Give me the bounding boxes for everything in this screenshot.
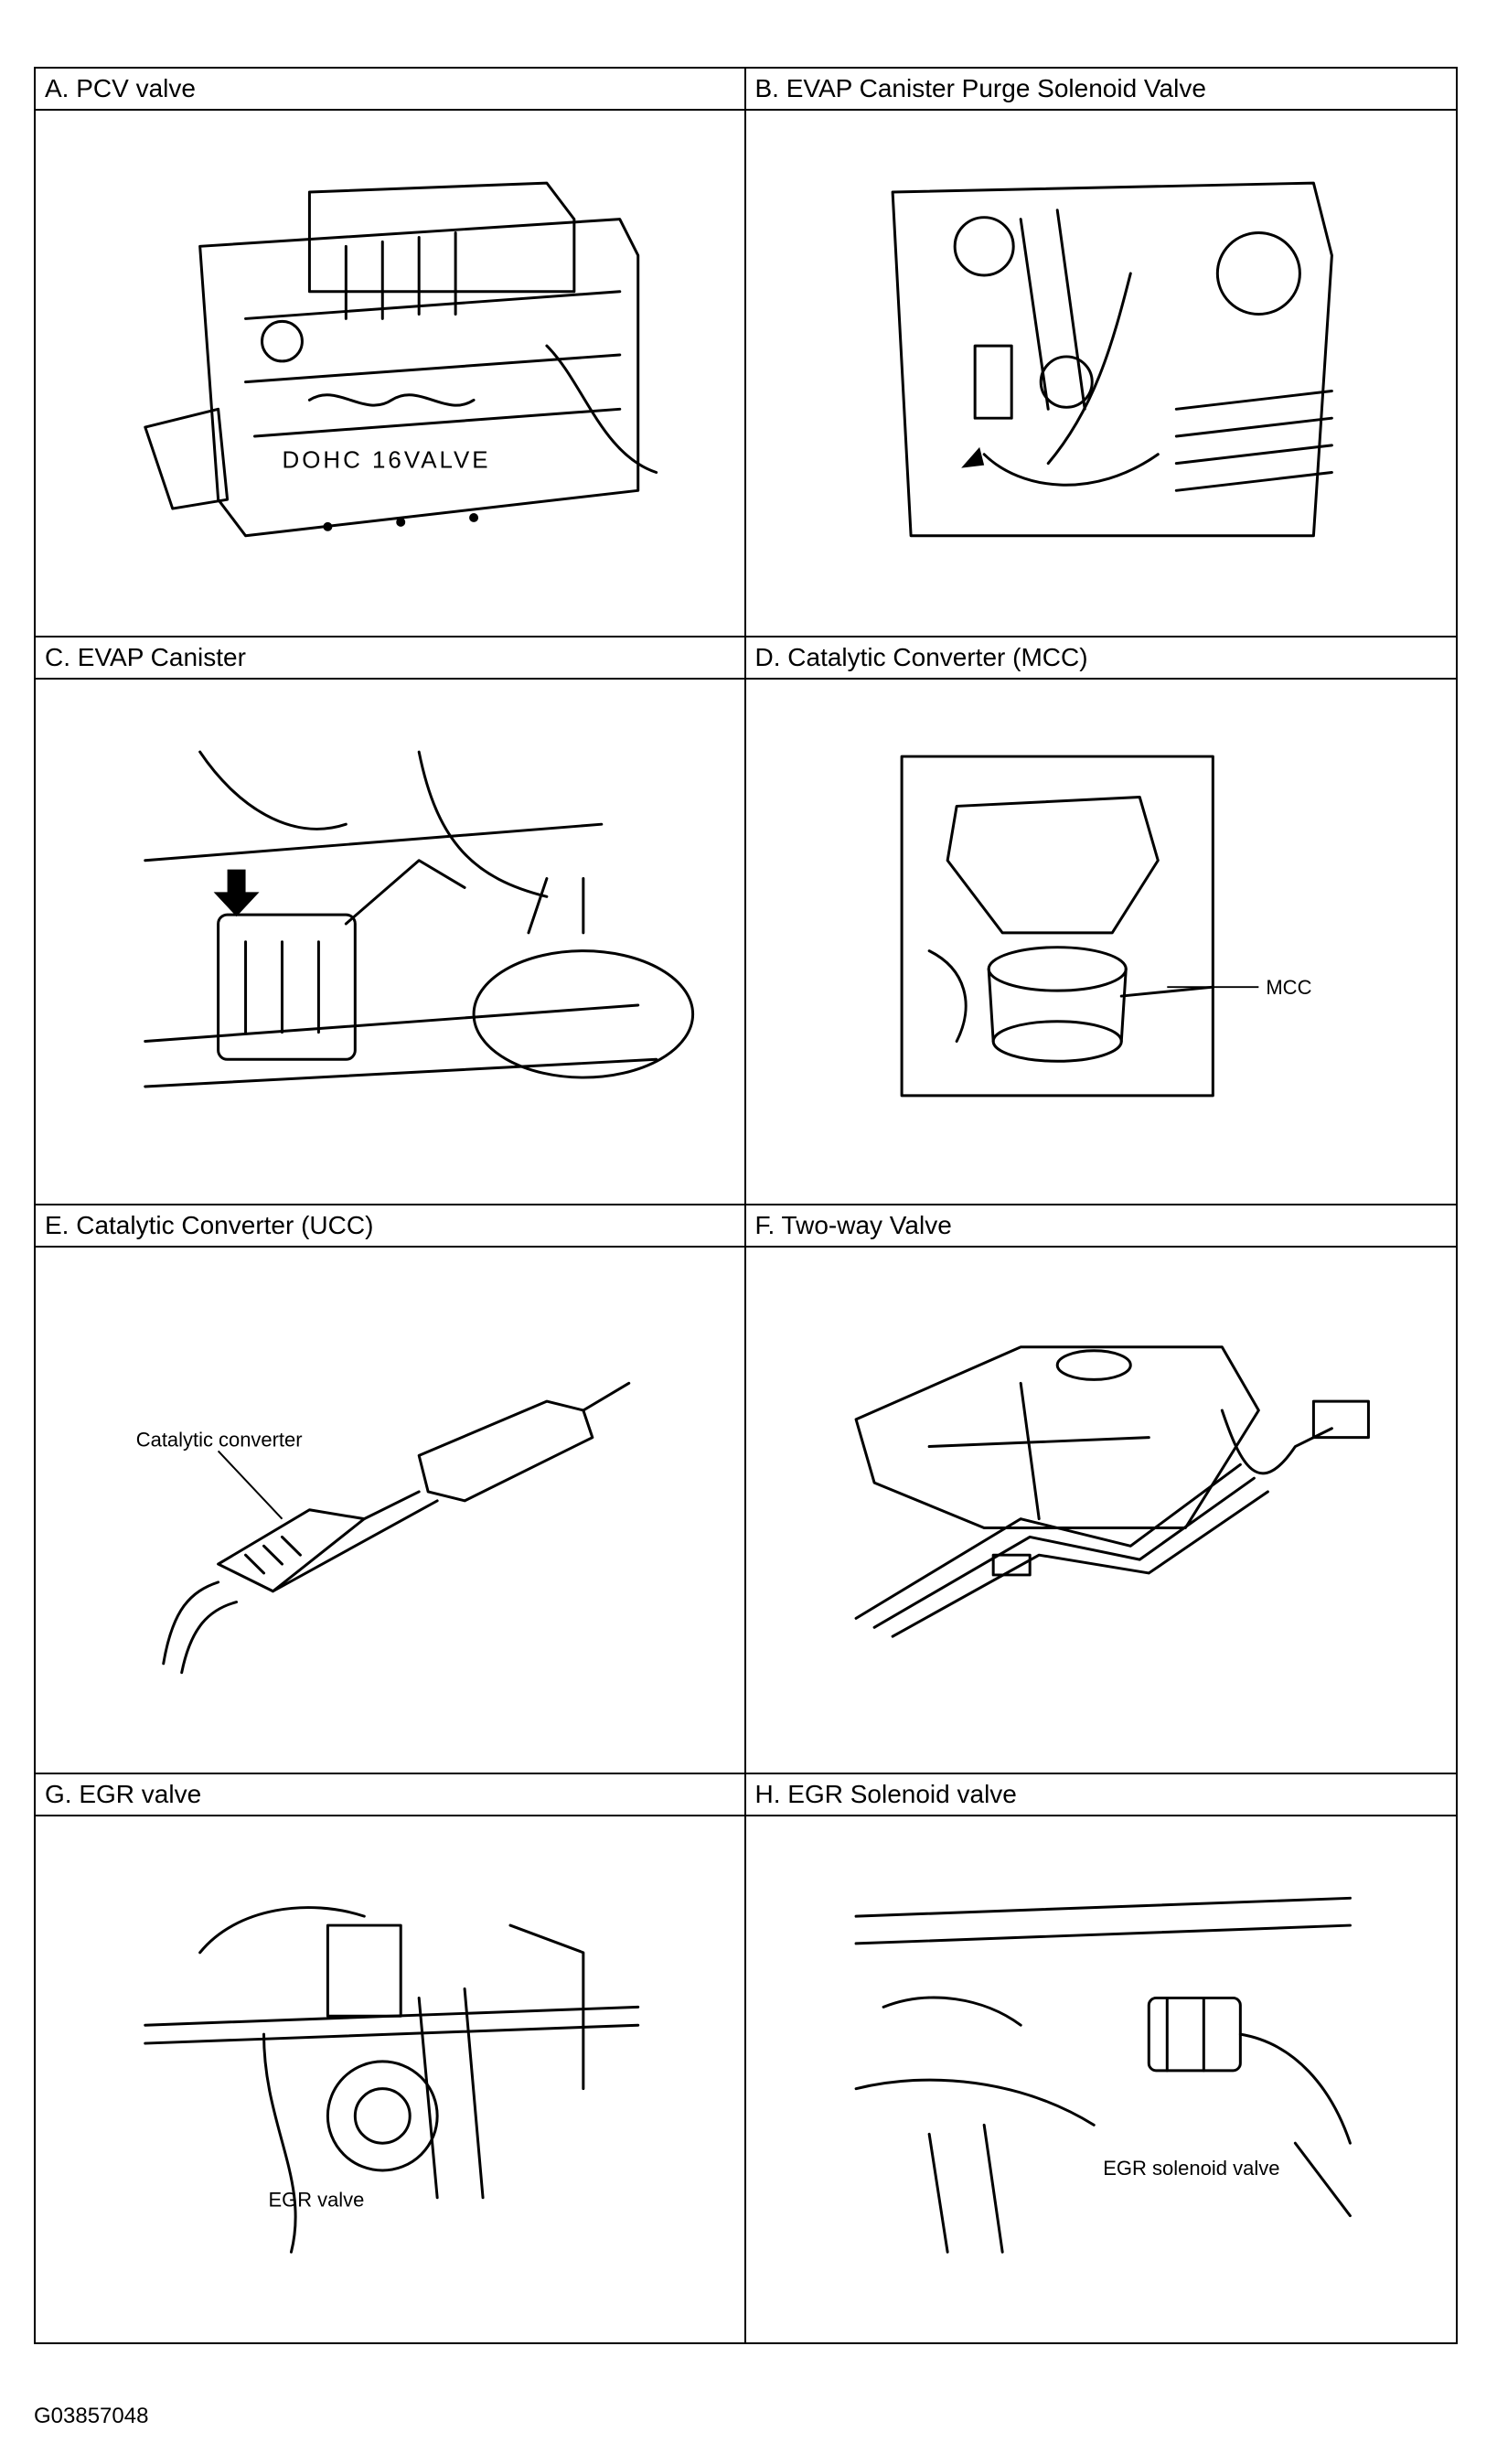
panel-title: F. Two-way Valve	[745, 1205, 1456, 1248]
figure-code: G03857048	[34, 2404, 149, 2428]
egr-valve-callout: EGR valve	[269, 2188, 365, 2211]
arrow-icon	[213, 869, 260, 916]
fuel-tank-illustration	[746, 1248, 1457, 1773]
arrow-icon	[960, 446, 984, 468]
mcc-illustration: MCC	[746, 680, 1457, 1205]
panel-title: B. EVAP Canister Purge Solenoid Valve	[745, 69, 1456, 111]
panel-egr-solenoid-valve: H. EGR Solenoid valve EGR solenoid valve	[745, 1774, 1457, 2343]
ucc-leader-line	[217, 1450, 283, 1520]
panel-title: A. PCV valve	[36, 69, 744, 111]
evap-canister-illustration	[36, 680, 744, 1205]
egr-valve-illustration: EGR valve	[36, 1816, 744, 2343]
panel-title: G. EGR valve	[36, 1774, 744, 1816]
exhaust-manifold-drawing	[900, 755, 1214, 1097]
panel-pcv-valve: A. PCV valve DOHC 16VALVE	[36, 69, 746, 637]
exhaust-pipe-drawing	[162, 1381, 631, 1675]
egr-solenoid-illustration: EGR solenoid valve	[746, 1816, 1457, 2343]
panel-evap-canister: C. EVAP Canister	[36, 637, 746, 1205]
mcc-callout: MCC	[1266, 976, 1311, 999]
panel-title: H. EGR Solenoid valve	[745, 1774, 1456, 1816]
panel-catalytic-converter-mcc: D. Catalytic Converter (MCC) MCC	[745, 637, 1457, 1205]
egr-valve-drawing	[144, 1905, 640, 2254]
panel-two-way-valve: F. Two-way Valve	[745, 1205, 1457, 1774]
ucc-callout: Catalytic converter	[136, 1429, 303, 1452]
panel-catalytic-converter-ucc: E. Catalytic Converter (UCC) Catalytic c…	[36, 1205, 746, 1774]
engine-bay-drawing	[891, 181, 1333, 538]
panel-title: C. EVAP Canister	[36, 637, 744, 680]
vehicle-underbody-drawing	[144, 750, 695, 1087]
pcv-valve-illustration: DOHC 16VALVE	[36, 111, 744, 636]
egr-solenoid-drawing	[854, 1896, 1352, 2254]
egr-solenoid-callout: EGR solenoid valve	[1103, 2157, 1279, 2180]
fuel-tank-drawing	[854, 1345, 1370, 1638]
component-location-sheet: A. PCV valve DOHC 16VALVE	[34, 67, 1458, 2344]
panel-evap-purge-solenoid: B. EVAP Canister Purge Solenoid Valve	[745, 69, 1457, 637]
evap-purge-solenoid-illustration	[746, 111, 1457, 636]
panel-title: D. Catalytic Converter (MCC)	[745, 637, 1456, 680]
engine-cover-text: DOHC 16VALVE	[282, 448, 490, 474]
engine-drawing	[144, 181, 658, 538]
panel-egr-valve: G. EGR valve EGR valve	[36, 1773, 746, 2343]
panel-title: E. Catalytic Converter (UCC)	[36, 1205, 744, 1248]
ucc-illustration: Catalytic converter	[36, 1248, 744, 1773]
